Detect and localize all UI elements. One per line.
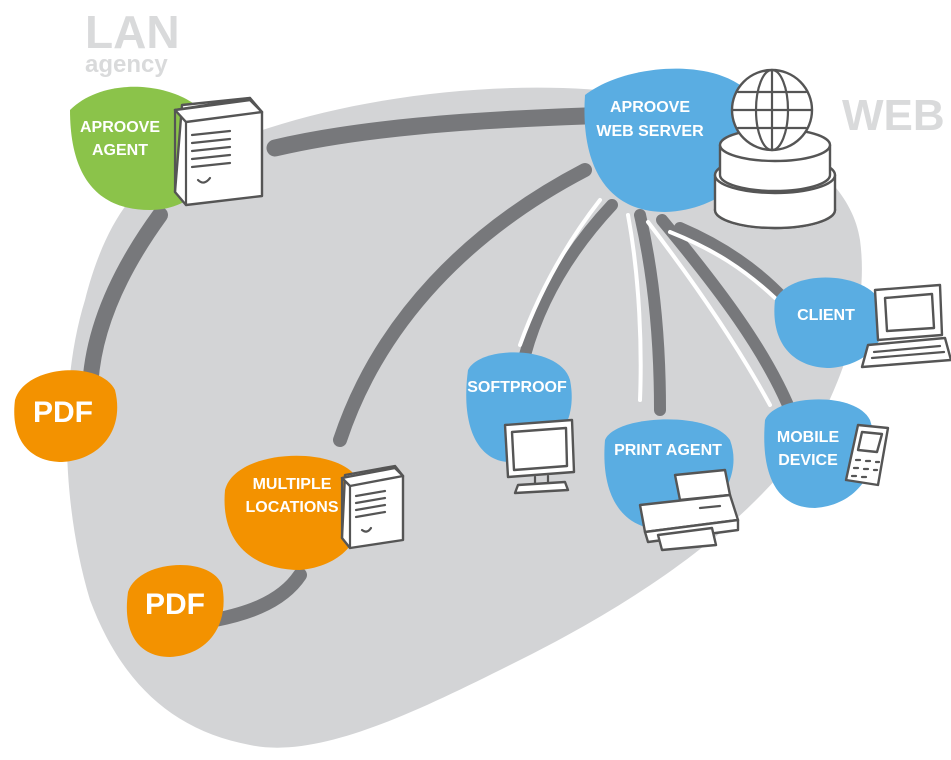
client-bubble: [774, 277, 885, 368]
aproove-agent-node: APROOVE AGENT: [70, 86, 264, 210]
mobile-device-node: MOBILE DEVICE: [764, 399, 890, 508]
globe-database-icon: [713, 68, 837, 230]
mobile-label-1: MOBILE: [777, 429, 840, 446]
mobile-label-2: DEVICE: [778, 452, 838, 469]
multiple-bubble: [224, 455, 363, 570]
link-multiple-pdf: [208, 568, 307, 627]
multiple-locations-node: MULTIPLE LOCATIONS: [224, 455, 405, 570]
web-zone-label: WEB: [842, 91, 945, 140]
client-node: CLIENT: [774, 277, 951, 369]
agent-label-2: AGENT: [92, 142, 148, 159]
softproof-node: SOFTPROOF: [466, 352, 576, 495]
lan-zone-sublabel: agency: [85, 51, 168, 78]
server-label-1: APROOVE: [610, 99, 690, 116]
softproof-label: SOFTPROOF: [467, 379, 567, 396]
pdf-bottom-bubble: [126, 565, 224, 657]
link-server-softproof: [519, 199, 618, 361]
link-server-client: [674, 222, 791, 306]
mobile-phone-icon: [844, 423, 890, 487]
multiple-label-2: LOCATIONS: [245, 499, 338, 516]
link-server-multiple: [333, 163, 592, 447]
lan-zone-label: LAN: [85, 6, 180, 58]
pdf-bottom-node: PDF: [126, 565, 224, 657]
monitor-icon: [503, 418, 576, 495]
link-agent-pdf: [82, 207, 168, 398]
multiple-label-1: MULTIPLE: [253, 476, 332, 493]
printer-icon: [638, 468, 740, 552]
client-label: CLIENT: [797, 307, 855, 324]
links: [82, 107, 796, 627]
aproove-web-server-node: APROOVE WEB SERVER: [584, 68, 837, 230]
link-server-mobile: [656, 214, 796, 416]
server-small-icon: [340, 464, 405, 550]
pdf-left-node: PDF: [14, 370, 118, 462]
server-tower-icon: [173, 96, 264, 207]
pdf-left-bubble: [14, 370, 118, 462]
laptop-icon: [860, 283, 951, 369]
network-area: [66, 87, 862, 748]
server-label-2: WEB SERVER: [596, 123, 704, 140]
print-agent-label: PRINT AGENT: [614, 442, 722, 459]
link-agent-server: [266, 107, 594, 157]
link-server-print: [634, 209, 666, 416]
pdf-left-label: PDF: [33, 396, 93, 429]
link-highlights: [518, 198, 777, 407]
pdf-bottom-label: PDF: [145, 588, 205, 621]
agent-label-1: APROOVE: [80, 119, 160, 136]
print-agent-node: PRINT AGENT: [604, 419, 740, 552]
